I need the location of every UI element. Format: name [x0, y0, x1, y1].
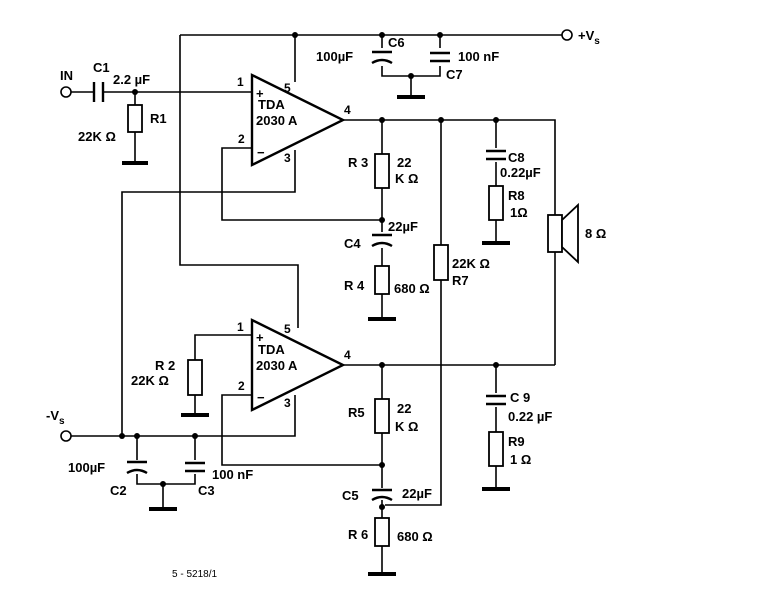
label-r6: R 6 [348, 527, 368, 542]
label-r3-value-2: K Ω [395, 171, 418, 186]
amp-bottom-label-2: 2030 A [256, 358, 298, 373]
amp-top-pin5: 5 [284, 81, 291, 95]
label-r4-value: 680 Ω [394, 281, 430, 296]
label-vs-minus: -Vs [46, 408, 65, 427]
label-c2-value: 100µF [68, 460, 105, 475]
amp-bottom-label-1: TDA [258, 342, 285, 357]
capacitor-c5 [371, 488, 393, 502]
label-r5-value-2: K Ω [395, 419, 418, 434]
amp-bottom-pin4: 4 [344, 348, 351, 362]
label-r8: R8 [508, 188, 525, 203]
label-r2-value: 22K Ω [131, 373, 169, 388]
capacitor-c2 [126, 460, 148, 475]
amp-top-label-2: 2030 A [256, 113, 298, 128]
amp-top-label-1: TDA [258, 97, 285, 112]
label-c8-value: 0.22µF [500, 165, 541, 180]
label-c8: C8 [508, 150, 525, 165]
label-c9-value: 0.22 µF [508, 409, 552, 424]
amp-bottom-pin5: 5 [284, 322, 291, 336]
label-r3-value-1: 22 [397, 155, 411, 170]
capacitor-c4 [371, 233, 393, 248]
label-c4-value: 22µF [388, 219, 418, 234]
label-c4: C4 [344, 236, 361, 251]
label-c7: C7 [446, 67, 463, 82]
resistor-r2 [187, 359, 203, 396]
label-r3: R 3 [348, 155, 368, 170]
label-r7: R7 [452, 273, 469, 288]
label-r5: R5 [348, 405, 365, 420]
amp-top-pin2: 2 [238, 132, 245, 146]
figure-reference: 5 - 5218/1 [172, 569, 217, 580]
label-c3: C3 [198, 483, 215, 498]
label-speaker-value: 8 Ω [585, 226, 606, 241]
label-c6-value: 100µF [316, 49, 353, 64]
amplifier-top: TDA 2030 A + − 1 2 3 4 5 [237, 73, 351, 167]
amp-bottom-pin2: 2 [238, 379, 245, 393]
capacitors [92, 50, 506, 502]
amp-top-plus: + [256, 86, 264, 101]
wiring [70, 34, 563, 573]
label-r8-value: 1Ω [510, 205, 528, 220]
vs-minus-terminal [60, 430, 72, 442]
capacitor-c1 [92, 82, 105, 102]
label-c5: C5 [342, 488, 359, 503]
capacitor-c3 [185, 461, 205, 473]
amp-bottom-pin3: 3 [284, 396, 291, 410]
amp-top-minus: − [257, 145, 265, 160]
label-r1: R1 [150, 111, 167, 126]
component-labels: IN +Vs -Vs C1 2.2 µF R1 22K Ω 100µF C6 1… [46, 28, 606, 580]
ground-symbols [122, 95, 510, 576]
label-in: IN [60, 68, 73, 83]
amp-top-pin4: 4 [344, 103, 351, 117]
amp-bottom-minus: − [257, 390, 265, 405]
resistor-r8 [488, 185, 504, 221]
capacitor-c7 [430, 51, 450, 63]
amp-bottom-pin1: 1 [237, 320, 244, 334]
label-c3-value: 100 nF [212, 467, 253, 482]
resistor-r7 [433, 244, 449, 281]
label-r1-value: 22K Ω [78, 129, 116, 144]
label-c1: C1 [93, 60, 110, 75]
resistor-r1 [127, 104, 143, 133]
resistor-r5 [374, 398, 390, 434]
resistor-r3 [374, 153, 390, 189]
label-c9: C 9 [510, 390, 530, 405]
amp-bottom-plus: + [256, 330, 264, 345]
resistor-r4 [374, 265, 390, 295]
capacitor-c8 [486, 149, 506, 161]
resistor-r6 [374, 517, 390, 547]
label-r6-value: 680 Ω [397, 529, 433, 544]
label-r9: R9 [508, 434, 525, 449]
label-r5-value-1: 22 [397, 401, 411, 416]
label-c7-value: 100 nF [458, 49, 499, 64]
speaker-icon [547, 202, 579, 265]
capacitor-c6 [371, 50, 393, 65]
label-vs-plus: +Vs [578, 28, 600, 47]
amp-top-pin3: 3 [284, 151, 291, 165]
label-r4: R 4 [344, 278, 365, 293]
resistor-r9 [488, 431, 504, 467]
amp-top-pin1: 1 [237, 75, 244, 89]
capacitor-c9 [486, 394, 506, 406]
resistors [127, 104, 504, 547]
label-r7-value: 22K Ω [452, 256, 490, 271]
label-c5-value: 22µF [402, 486, 432, 501]
label-c2: C2 [110, 483, 127, 498]
label-c1-value: 2.2 µF [113, 72, 150, 87]
amplifier-bottom: TDA 2030 A + − 1 2 3 4 5 [237, 318, 351, 412]
label-r9-value: 1 Ω [510, 452, 531, 467]
label-c6: C6 [388, 35, 405, 50]
label-r2: R 2 [155, 358, 175, 373]
vs-plus-terminal [561, 29, 573, 41]
input-terminal [60, 86, 72, 98]
junction-dots [119, 32, 499, 510]
